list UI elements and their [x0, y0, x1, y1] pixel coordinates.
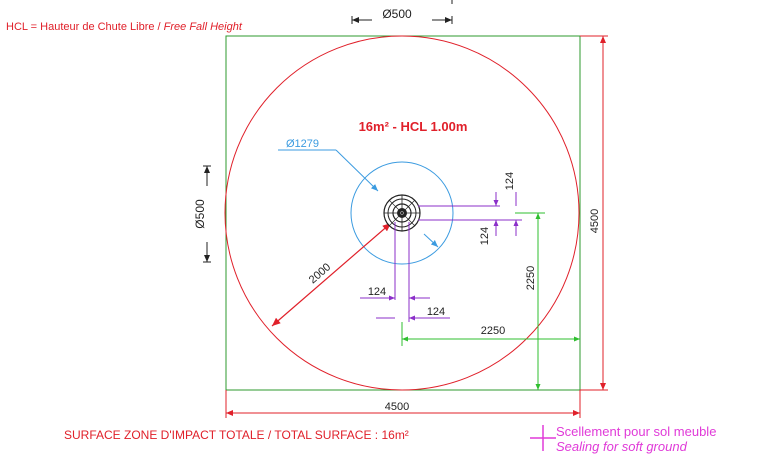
offset-left-label: 124 — [368, 286, 386, 298]
central-post — [383, 194, 421, 232]
impact-circle — [224, 35, 580, 391]
offset-right-label: 124 — [427, 306, 445, 318]
overall-height-label: 4500 — [589, 209, 601, 233]
hcl-legend: HCL = Hauteur de Chute Libre / Free Fall… — [6, 21, 243, 33]
half-dimensions — [401, 212, 580, 390]
half-width-label: 2250 — [481, 325, 505, 337]
left-width-dimension: Ø500 — [193, 165, 211, 263]
half-height-label: 2250 — [525, 266, 537, 290]
top-width-label: Ø500 — [382, 7, 412, 21]
surface-note: SURFACE ZONE D'IMPACT TOTALE / TOTAL SUR… — [64, 428, 409, 442]
offset-top-label: 124 — [504, 172, 516, 190]
drawing-title: 16m² - HCL 1.00m — [359, 119, 468, 134]
circle-diameter-dimension: Ø1279 — [278, 138, 439, 248]
radius-label: 2000 — [307, 261, 333, 286]
offset-bottom-label: 124 — [479, 227, 491, 245]
sealing-label-en: Sealing for soft ground — [556, 439, 688, 454]
overall-width-label: 4500 — [385, 401, 409, 413]
inner-circle — [350, 161, 454, 265]
left-width-label: Ø500 — [193, 199, 207, 229]
top-width-dimension: Ø500 — [351, 0, 453, 24]
sealing-offsets — [360, 192, 522, 322]
radius-dimension: 2000 — [271, 222, 392, 327]
sealing-label-fr: Scellement pour sol meuble — [556, 424, 716, 439]
overall-dimensions — [225, 35, 608, 418]
circle-diameter-label: Ø1279 — [286, 138, 319, 150]
sealing-cross-icon — [530, 425, 556, 451]
